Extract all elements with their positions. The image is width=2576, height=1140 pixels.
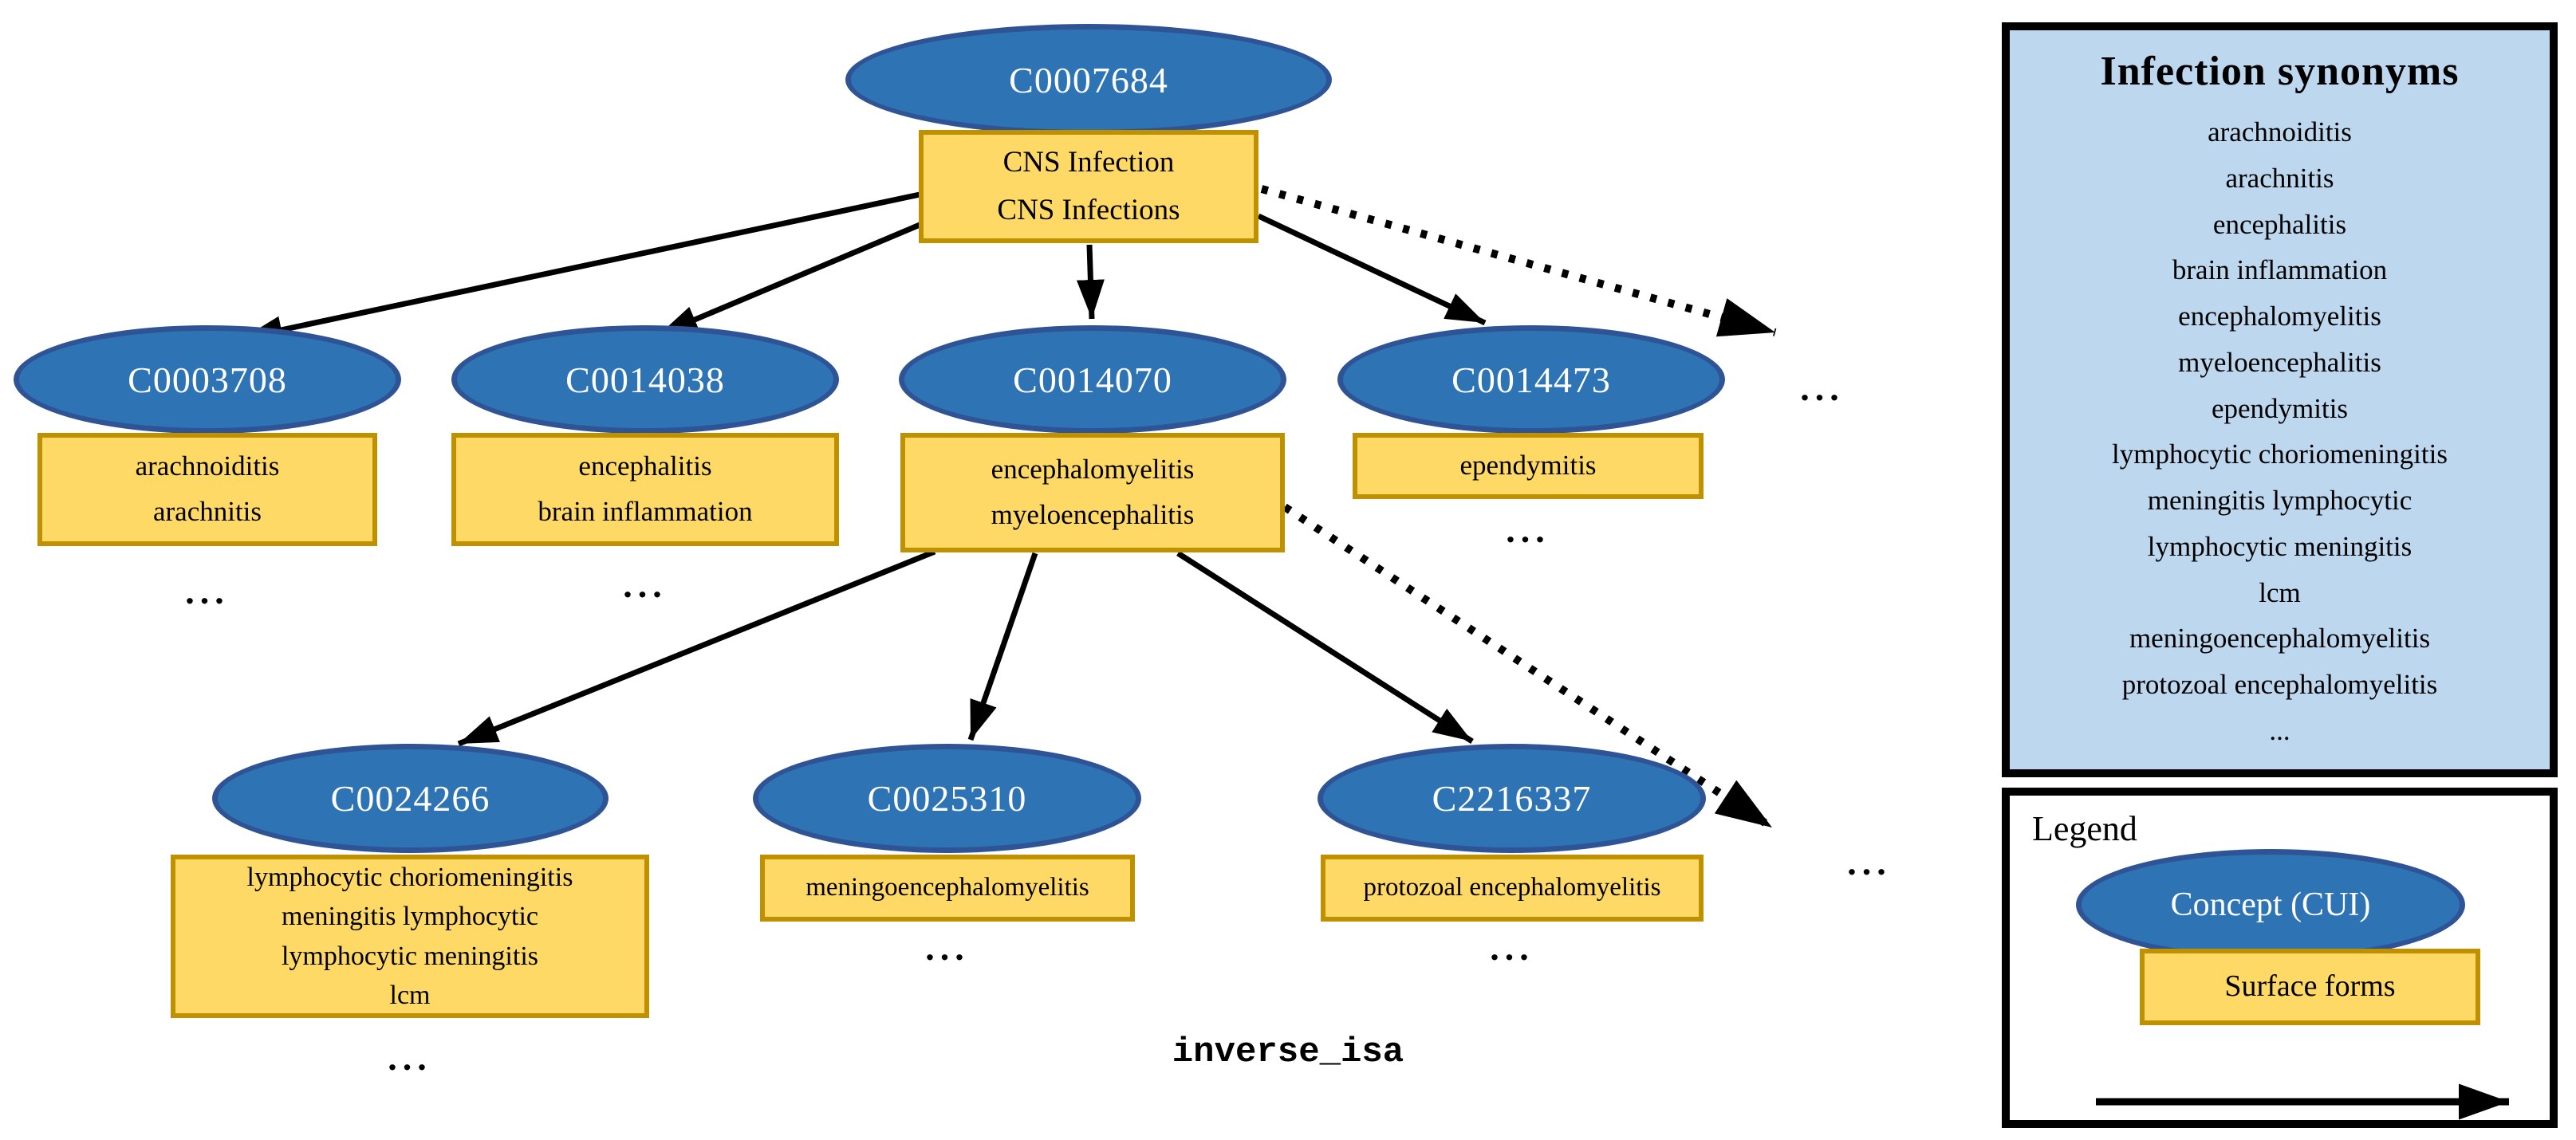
synonym-item: encephalitis bbox=[2212, 208, 2347, 240]
surface-form: ependymitis bbox=[1459, 450, 1597, 482]
infection-synonyms-panel: Infection synonyms arachnoiditis arachnit… bbox=[2002, 22, 2558, 777]
synonym-item: myeloencephalitis bbox=[2178, 346, 2381, 378]
surface-forms-box-C2216337: protozoal encephalomyelitis bbox=[1321, 855, 1704, 922]
edge-root-C0014070 bbox=[1076, 244, 1105, 320]
surface-form: lymphocytic meningitis bbox=[281, 941, 539, 971]
edge-root-C0014473 bbox=[1257, 213, 1487, 326]
synonym-item: lymphocytic meningitis bbox=[2147, 530, 2413, 562]
more-ellipsis: ... bbox=[1490, 927, 1534, 968]
more-ellipsis: ... bbox=[925, 927, 970, 968]
concept-ellipse-C0007684: C0007684 bbox=[845, 24, 1332, 136]
synonym-item: meningitis lymphocytic bbox=[2147, 485, 2413, 516]
surface-form: lcm bbox=[389, 980, 431, 1010]
surface-forms-box-C0007684: CNS Infection CNS Infections bbox=[919, 130, 1258, 243]
more-siblings-ellipsis: ... bbox=[1847, 842, 1892, 883]
legend-concept-label: Concept (CUI) bbox=[2170, 886, 2371, 923]
surface-form: CNS Infection bbox=[1002, 146, 1175, 179]
legend-relation-label: inverse_isa bbox=[1172, 1032, 1404, 1072]
surface-form: CNS Infections bbox=[997, 194, 1180, 226]
surface-form: meningoencephalomyelitis bbox=[805, 873, 1089, 902]
surface-form: encephalitis bbox=[578, 450, 712, 482]
concept-ellipse-C0014070: C0014070 bbox=[899, 325, 1286, 434]
synonym-item: ... bbox=[2269, 714, 2290, 746]
concept-ellipse-C2216337: C2216337 bbox=[1318, 744, 1706, 853]
legend-concept-ellipse: Concept (CUI) bbox=[2076, 849, 2465, 961]
cui-label: C0014473 bbox=[1451, 359, 1611, 400]
legend-title: Legend bbox=[2032, 809, 2137, 848]
cui-label: C2216337 bbox=[1432, 778, 1592, 819]
edge-root-more-dotted bbox=[1260, 185, 1777, 337]
surface-form: protozoal encephalomyelitis bbox=[1363, 873, 1661, 902]
legend-surface-forms-box: Surface forms bbox=[2140, 949, 2480, 1025]
surface-forms-box-C0025310: meningoencephalomyelitis bbox=[760, 855, 1135, 922]
concept-ellipse-C0003708: C0003708 bbox=[14, 325, 401, 434]
synonym-item: encephalomyelitis bbox=[2178, 301, 2381, 332]
edge-C0014070-C0025310 bbox=[967, 552, 1038, 741]
surface-forms-box-C0003708: arachnoiditis arachnitis bbox=[37, 433, 377, 546]
surface-form: meningitis lymphocytic bbox=[281, 902, 539, 932]
edge-root-C0014038 bbox=[657, 220, 925, 338]
edge-C0014070-C2216337 bbox=[1176, 551, 1474, 744]
cui-label: C0014038 bbox=[565, 359, 725, 400]
more-ellipsis: ... bbox=[185, 571, 230, 611]
synonyms-panel-title: Infection synonyms bbox=[2100, 49, 2460, 94]
surface-forms-box-C0024266: lymphocytic choriomeningitis meningitis … bbox=[171, 855, 649, 1018]
surface-form: encephalomyelitis bbox=[991, 454, 1195, 485]
more-ellipsis: ... bbox=[1506, 509, 1550, 550]
surface-form: arachnoiditis bbox=[135, 450, 280, 482]
cui-label: C0024266 bbox=[330, 778, 490, 819]
legend-surface-label: Surface forms bbox=[2224, 969, 2396, 1004]
synonym-item: protozoal encephalomyelitis bbox=[2121, 669, 2438, 700]
surface-forms-box-C0014038: encephalitis brain inflammation bbox=[451, 433, 839, 546]
surface-forms-box-C0014473: ependymitis bbox=[1353, 433, 1704, 499]
edge-C0014070-more-dotted bbox=[1282, 503, 1774, 831]
synonym-item: arachnitis bbox=[2225, 162, 2334, 194]
synonym-item: meningoencephalomyelitis bbox=[2129, 623, 2431, 655]
edge-C0014070-C0024266 bbox=[457, 548, 936, 747]
cui-label: C0025310 bbox=[867, 778, 1027, 819]
edge-root-C0003708 bbox=[242, 191, 924, 344]
cui-label: C0007684 bbox=[1009, 59, 1168, 100]
synonym-item: brain inflammation bbox=[2172, 254, 2388, 286]
cui-label: C0003708 bbox=[128, 359, 287, 400]
surface-forms-box-C0014070: encephalomyelitis myeloencephalitis bbox=[900, 433, 1285, 552]
concept-ellipse-C0014473: C0014473 bbox=[1337, 325, 1725, 434]
more-ellipsis: ... bbox=[623, 564, 668, 605]
synonym-item: arachnoiditis bbox=[2208, 116, 2352, 147]
synonym-item: lcm bbox=[2259, 576, 2301, 608]
surface-form: brain inflammation bbox=[538, 496, 753, 527]
surface-form: myeloencephalitis bbox=[991, 499, 1195, 530]
concept-ellipse-C0024266: C0024266 bbox=[212, 744, 609, 853]
surface-form: arachnitis bbox=[152, 496, 262, 527]
surface-form: lymphocytic choriomeningitis bbox=[246, 862, 573, 892]
synonym-item: lymphocytic choriomeningitis bbox=[2112, 438, 2448, 470]
more-siblings-ellipsis: ... bbox=[1800, 368, 1845, 408]
more-ellipsis: ... bbox=[388, 1037, 432, 1078]
cui-label: C0014070 bbox=[1013, 359, 1172, 400]
concept-ellipse-C0025310: C0025310 bbox=[753, 744, 1141, 853]
synonym-item: ependymitis bbox=[2211, 392, 2349, 424]
synonyms-list: arachnoiditis arachnitis encephalitis brain… bbox=[2010, 109, 2550, 754]
concept-ellipse-C0014038: C0014038 bbox=[451, 325, 839, 434]
